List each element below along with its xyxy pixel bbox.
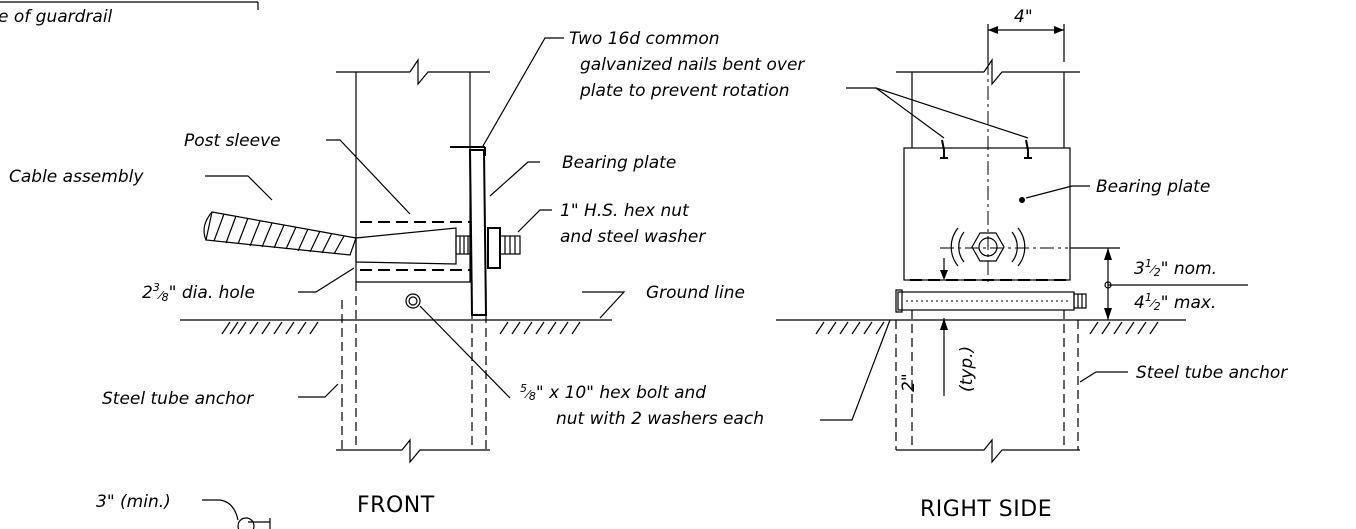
right-side-view: 4" xyxy=(776,7,1288,522)
bolt-line-1: 5⁄8" x 10" hex bolt and xyxy=(520,382,706,403)
nails-line-2: galvanized nails bent over xyxy=(580,55,805,75)
steel-tube-anchor-left-label: Steel tube anchor xyxy=(102,389,254,409)
steel-tube-anchor-right-label: Steel tube anchor xyxy=(1136,363,1288,383)
hole-label: 23⁄8" dia. hole xyxy=(142,281,255,304)
bolt-leader-right xyxy=(820,319,891,421)
post-sleeve-leader xyxy=(326,139,411,215)
ground-leader xyxy=(582,291,626,319)
right-side-view-title: RIGHT SIDE xyxy=(920,497,1052,522)
min-spacing-label: 3" (min.) xyxy=(96,492,171,512)
top-note: e of guardrail xyxy=(0,1,259,27)
top-note-text: e of guardrail xyxy=(0,7,113,27)
bearing-plate-dot xyxy=(1019,197,1025,203)
front-view-title: FRONT xyxy=(357,493,435,518)
hex-nut-line-1: 1" H.S. hex nut xyxy=(560,201,690,221)
cable-assembly xyxy=(203,211,521,269)
nails-leader xyxy=(482,37,564,147)
bolt-line-2: nut with 2 washers each xyxy=(556,409,764,429)
hex-bolt-end xyxy=(405,293,421,309)
nail-2 xyxy=(1024,139,1032,159)
bolt-leader xyxy=(419,305,511,399)
hex-nut xyxy=(487,227,501,269)
hex-nut-leader xyxy=(517,209,552,233)
post-sleeve-label: Post sleeve xyxy=(184,131,281,151)
typ-label: (typ.) xyxy=(957,346,977,392)
ground-line-label: Ground line xyxy=(646,283,745,303)
dim-2-label: 2" xyxy=(899,373,919,392)
front-view: Two 16d common galvanized nails bent ove… xyxy=(9,29,891,529)
side-hex-nut xyxy=(950,227,1026,267)
nail-1 xyxy=(940,139,948,159)
anchor-leader-left xyxy=(298,383,339,398)
cable-leader xyxy=(205,175,273,201)
nails-line-3: plate to prevent rotation xyxy=(579,81,790,101)
bearing-plate-side-label: Bearing plate xyxy=(1096,177,1210,197)
hex-nut-line-2: and steel washer xyxy=(560,227,706,247)
dim-4-label: 4" xyxy=(1014,7,1033,27)
max-dim-label: 41⁄2" max. xyxy=(1134,291,1216,313)
nom-dim-label: 31⁄2" nom. xyxy=(1134,257,1217,279)
bearing-plate-front-label: Bearing plate xyxy=(562,153,676,173)
bearing-plate-leader xyxy=(489,161,540,197)
cable-assembly-label: Cable assembly xyxy=(9,167,144,187)
anchor-leader-right xyxy=(1079,371,1128,383)
nails-line-1: Two 16d common xyxy=(569,29,720,49)
hole-leader xyxy=(298,267,355,293)
side-hex-bolt xyxy=(895,289,1087,313)
bearing-plate-side-leader xyxy=(1025,185,1090,199)
side-bearing-plate xyxy=(903,147,1071,281)
